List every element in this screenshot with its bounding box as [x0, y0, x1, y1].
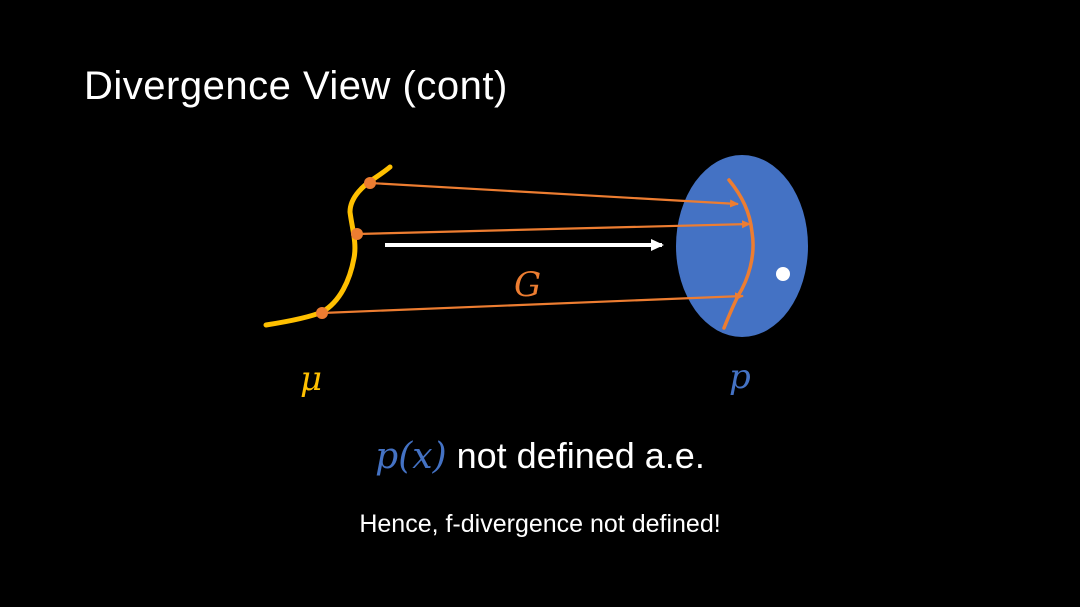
- density-statement: p(x) not defined a.e.: [0, 434, 1080, 478]
- density-expression: p(x): [375, 436, 447, 477]
- sample-point: [364, 177, 376, 189]
- mapped-manifold-curve: [722, 178, 755, 330]
- source-manifold-curve: [263, 164, 393, 328]
- generator-label: G: [514, 265, 542, 305]
- sample-point: [351, 228, 363, 240]
- density-statement-text: not defined a.e.: [446, 435, 705, 476]
- data-point-dot: [776, 267, 790, 281]
- p-label: p: [729, 357, 751, 397]
- sample-point: [316, 307, 328, 319]
- mu-label: μ: [300, 359, 323, 399]
- mapping-arrow: [356, 220, 751, 236]
- slide-title: Divergence View (cont): [84, 64, 508, 108]
- mapping-arrow: [321, 292, 744, 315]
- mapping-arrow: [369, 181, 739, 208]
- target-distribution-region: [676, 155, 808, 337]
- conclusion-text: Hence, f-divergence not defined!: [359, 510, 721, 538]
